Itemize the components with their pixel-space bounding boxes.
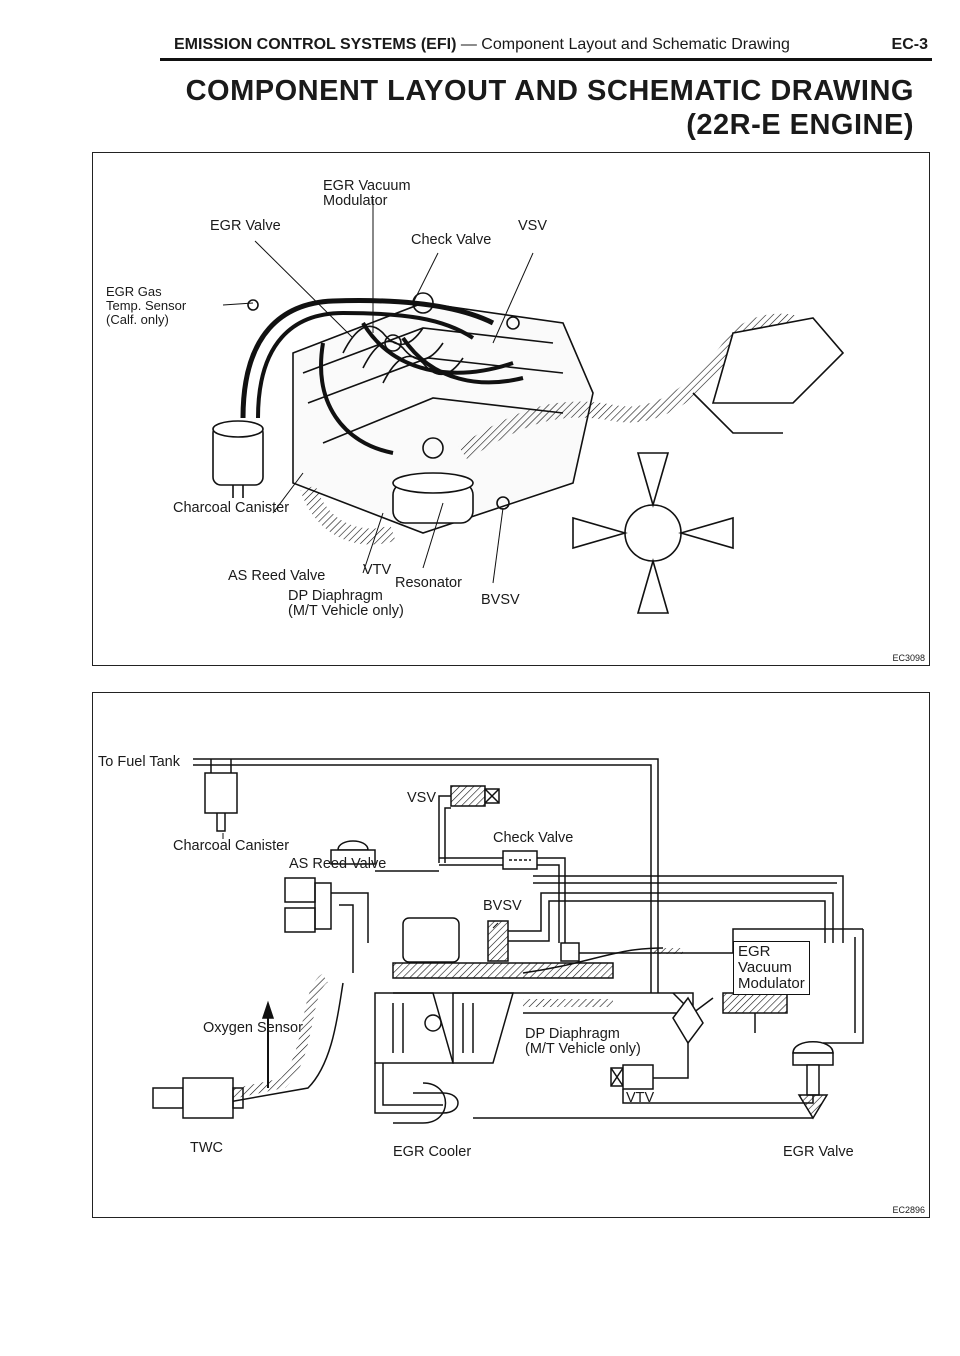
label-resonator: Resonator (395, 575, 462, 591)
label-check-valve: Check Valve (493, 830, 574, 846)
label-twc: TWC (190, 1140, 224, 1156)
label-egr-vacuum-modulator: EGR Vacuum Modulator (323, 178, 411, 209)
page-number: EC-3 (891, 36, 928, 53)
label-as-reed-valve: AS Reed Valve (289, 856, 387, 872)
label-vtv: VTV (626, 1090, 655, 1106)
header-title: EMISSION CONTROL SYSTEMS (EFI) — Compone… (174, 36, 790, 53)
label-dp-diaphragm: DP Diaphragm (M/T Vehicle only) (525, 1026, 641, 1057)
figure-code: EC3098 (892, 653, 925, 663)
label-charcoal-canister: Charcoal Canister (173, 500, 290, 516)
component-layout-panel: EGR Vacuum Modulator EGR Valve Check Val… (92, 152, 930, 666)
label-bvsv: BVSV (483, 898, 522, 914)
label-vsv: VSV (518, 218, 548, 234)
schematic-drawing-panel: To Fuel Tank VSV Charcoal Canister Check… (92, 692, 930, 1218)
label-to-fuel-tank: To Fuel Tank (98, 754, 180, 770)
label-charcoal-canister: Charcoal Canister (173, 838, 290, 854)
label-oxygen-sensor: Oxygen Sensor (203, 1020, 303, 1036)
label-egr-valve: EGR Valve (783, 1144, 854, 1160)
label-vtv: VTV (363, 562, 392, 578)
label-dp-diaphragm: DP Diaphragm (M/T Vehicle only) (288, 588, 404, 619)
label-egr-cooler: EGR Cooler (393, 1144, 472, 1160)
label-vsv: VSV (407, 790, 437, 806)
page-title: COMPONENT LAYOUT AND SCHEMATIC DRAWING (… (186, 74, 914, 142)
engine-illustration (212, 199, 845, 614)
label-egr-gas-temp-sensor: EGR Gas Temp. Sensor (Calf. only) (106, 284, 187, 327)
label-bvsv: BVSV (481, 592, 520, 608)
label-egr-vacuum-modulator: EGR Vacuum Modulator (733, 941, 810, 995)
page-title-line2: (22R-E ENGINE) (686, 109, 914, 141)
page-title-line1: COMPONENT LAYOUT AND SCHEMATIC DRAWING (185, 75, 914, 107)
running-header: EMISSION CONTROL SYSTEMS (EFI) — Compone… (160, 36, 932, 61)
figure-code: EC2896 (892, 1205, 925, 1215)
label-egr-valve: EGR Valve (210, 218, 281, 234)
label-check-valve: Check Valve (411, 232, 492, 248)
label-as-reed-valve: AS Reed Valve (228, 568, 326, 584)
